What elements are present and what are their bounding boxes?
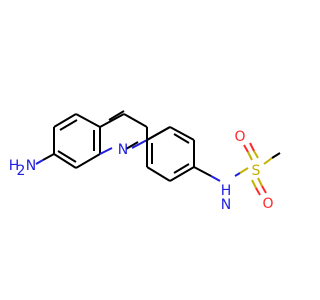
- bond-left-ring-1: [53, 113, 77, 128]
- bond-phenyl-1: [169, 126, 195, 141]
- sulfur-label: S: [252, 163, 261, 179]
- quinoline-n-label: N: [118, 142, 128, 158]
- bond-left-ring-5: [53, 153, 77, 169]
- bond-phenyl-nh-blue: [210, 175, 221, 182]
- bond-s-o-bottom-red-1: [255, 187, 261, 196]
- bond-s-o-bottom-red-2: [261, 185, 267, 194]
- bond-n-s-yellow: [239, 167, 249, 174]
- bond-n-s-blue: [234, 172, 241, 177]
- bond-s-o-top-red-2: [249, 142, 255, 152]
- bond-phenyl-nh: [193, 166, 212, 177]
- oxygen-bottom-label: O: [262, 196, 273, 212]
- amine-h-label: H: [9, 158, 20, 174]
- bond-s-methyl: [271, 152, 281, 159]
- bond-amine-nitrogen: [35, 159, 44, 165]
- bond-phenyl-6: [146, 126, 171, 141]
- bond-left-ring-double-3: [57, 150, 77, 163]
- bond-s-o-bottom-yellow-1: [251, 179, 257, 189]
- bond-amine-carbon: [42, 153, 55, 161]
- bond-left-ring-2: [75, 113, 101, 128]
- bond-s-o-bottom-yellow-2: [257, 177, 263, 187]
- bond-s-methyl-yellow: [263, 157, 273, 165]
- bond-right-ring-1: [99, 113, 125, 128]
- bond-phenyl-3: [169, 166, 195, 182]
- bond-s-o-top-yellow-1: [247, 151, 253, 161]
- bond-s-o-top-yellow-2: [253, 150, 259, 159]
- amine-n-label: N: [26, 158, 36, 174]
- bond-left-ring-double-1: [59, 119, 78, 131]
- molecular-structure-diagram: H 2 N N H N S O O: [9, 110, 281, 213]
- oxygen-top-label: O: [234, 129, 245, 145]
- bond-right-ring-double-1: [108, 110, 125, 121]
- bond-left-ring-4: [75, 153, 101, 169]
- bond-right-ring-4-n: [99, 147, 113, 155]
- amine-h-subscript: 2: [17, 163, 26, 179]
- bond-right-ring-double-2: [125, 141, 139, 150]
- bond-phenyl-double-2: [173, 163, 190, 174]
- sulfonamide-n-label: N: [221, 197, 231, 213]
- bond-phenyl-double-1: [173, 133, 190, 144]
- bond-right-ring-3b-n: [131, 139, 148, 149]
- bond-right-ring-2: [123, 113, 148, 128]
- bond-s-o-top-red-1: [243, 144, 249, 153]
- sulfonamide-h-label: H: [221, 183, 232, 199]
- bond-phenyl-4: [146, 166, 171, 182]
